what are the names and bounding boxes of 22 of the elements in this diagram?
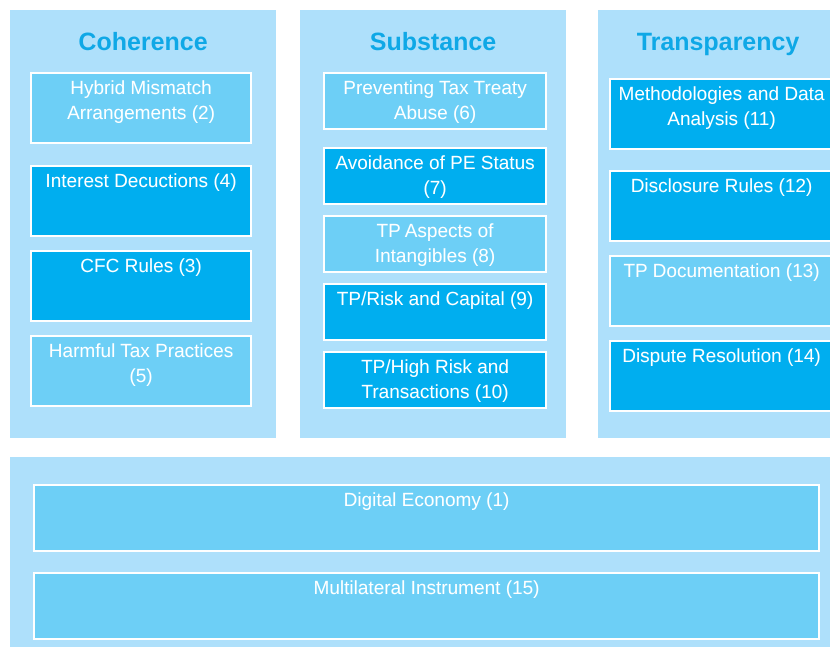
topic-box: Multilateral Instrument (15) <box>33 572 820 640</box>
panel-background <box>10 10 276 438</box>
panel-background <box>10 457 830 647</box>
topic-box: TP/Risk and Capital (9) <box>323 283 547 341</box>
column-title: Coherence <box>78 28 208 57</box>
topic-box: Dispute Resolution (14) <box>609 340 830 412</box>
topic-box: Avoidance of PE Status (7) <box>323 147 547 205</box>
topic-box: Preventing Tax Treaty Abuse (6) <box>323 72 547 130</box>
panel-background <box>598 10 830 438</box>
panel-background <box>300 10 566 438</box>
topic-box: Methodologies and Data Analysis (11) <box>609 78 830 150</box>
topic-box: Harmful Tax Practices (5) <box>30 335 252 407</box>
topic-box: CFC Rules (3) <box>30 250 252 322</box>
topic-box: TP/High Risk and Transactions (10) <box>323 351 547 409</box>
topic-box: Hybrid Mismatch Arrangements (2) <box>30 72 252 144</box>
column-title: Substance <box>370 28 496 57</box>
topic-box: TP Aspects of Intangibles (8) <box>323 215 547 273</box>
column-title: Transparency <box>636 28 800 57</box>
topic-box: TP Documentation (13) <box>609 255 830 327</box>
topic-box: Disclosure Rules (12) <box>609 170 830 242</box>
topic-box: Interest Decuctions (4) <box>30 165 252 237</box>
topic-box: Digital Economy (1) <box>33 484 820 552</box>
